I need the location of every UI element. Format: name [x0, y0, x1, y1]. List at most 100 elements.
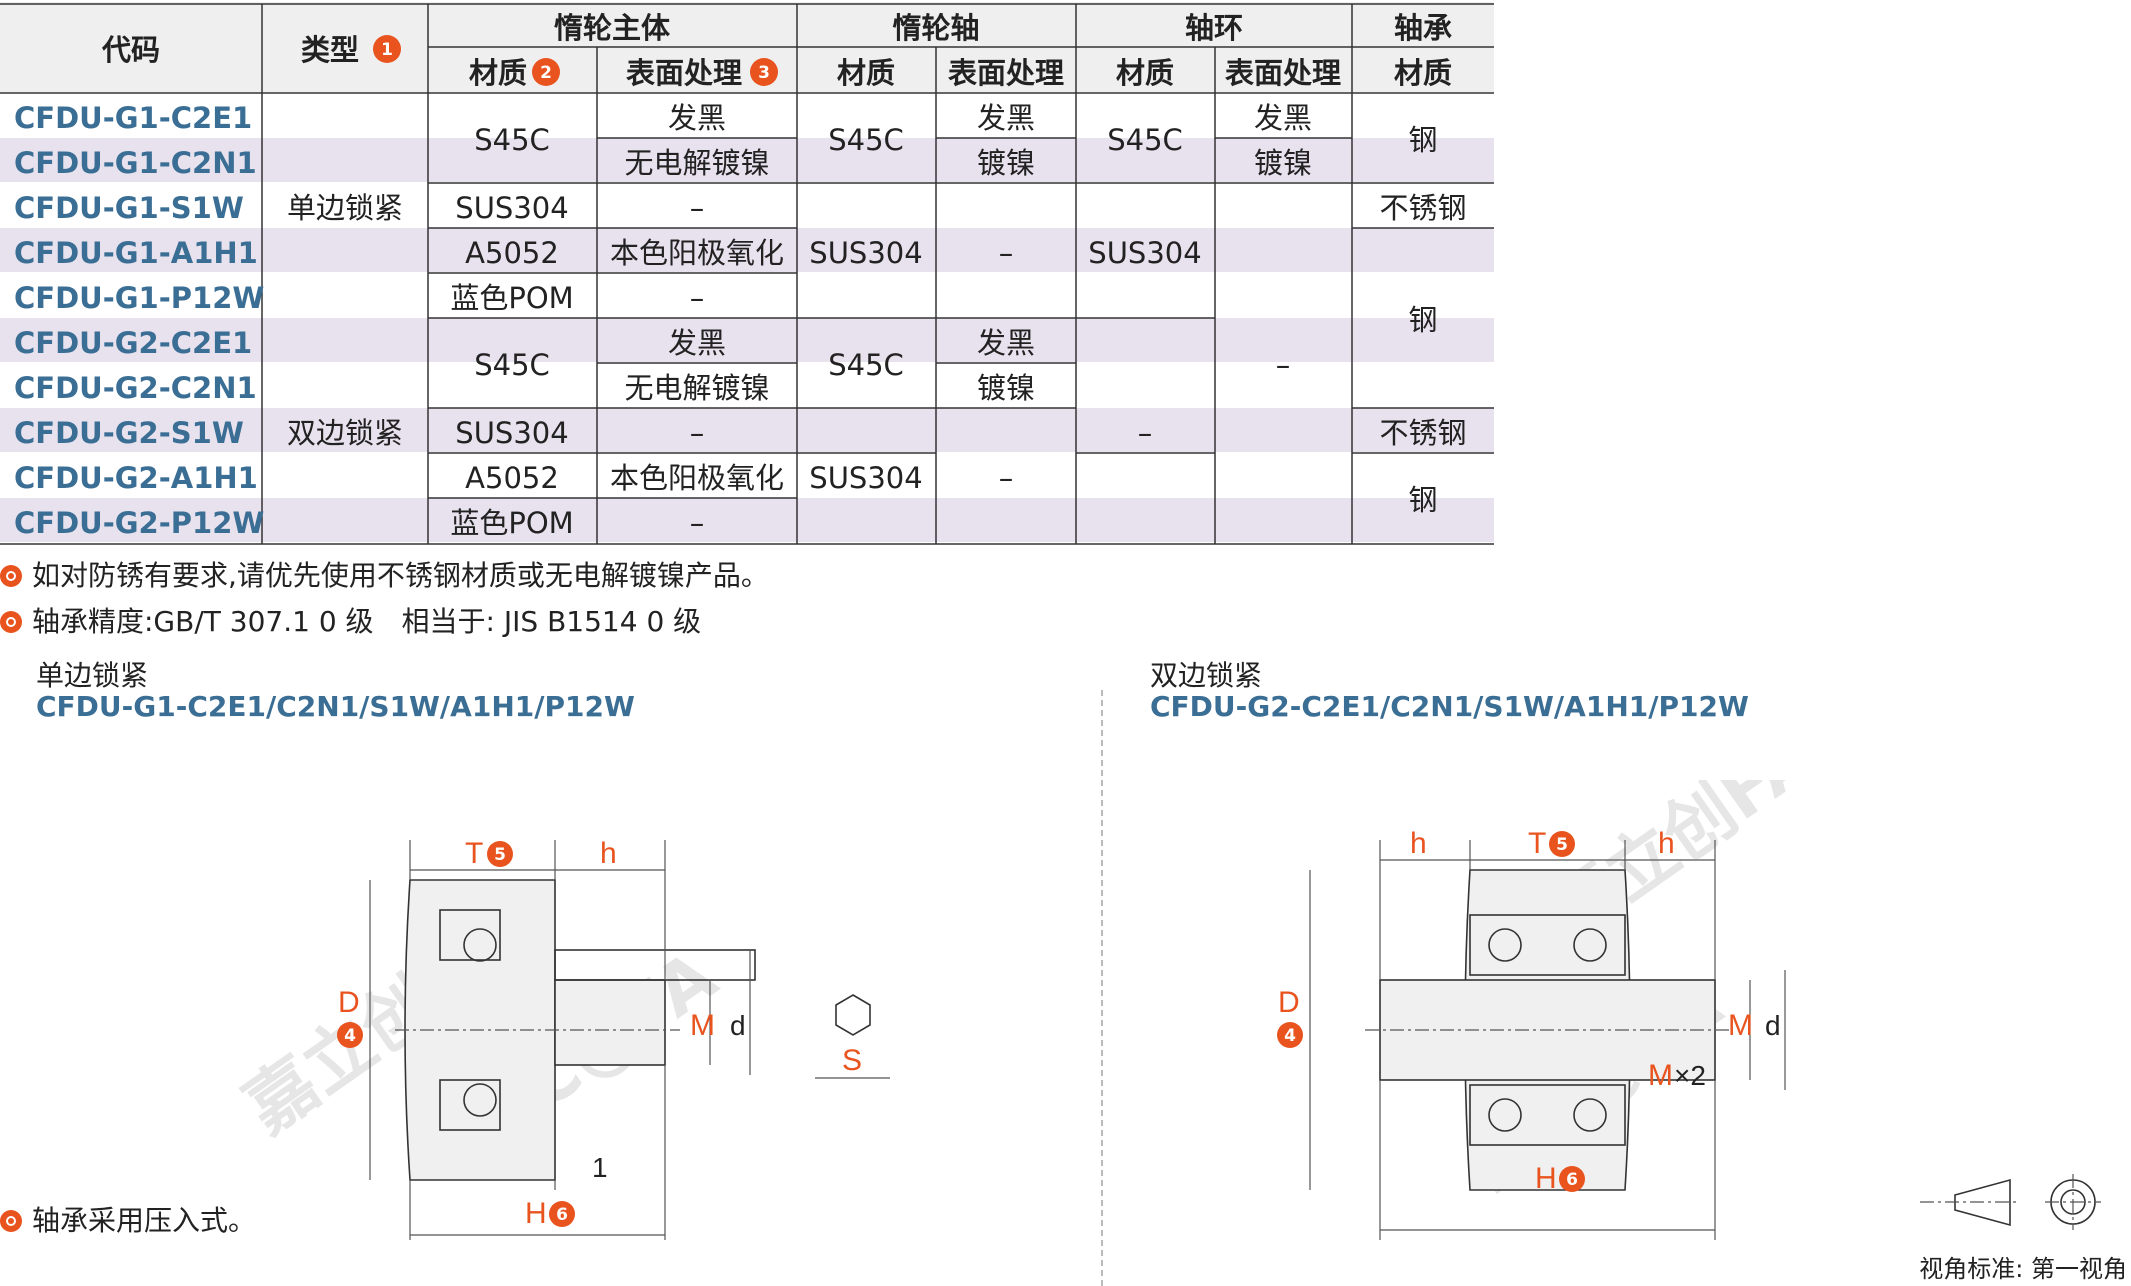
- label-T: T: [1528, 827, 1546, 860]
- collar-surface-cell: 发黑: [1254, 101, 1312, 135]
- body-surface-cell: 本色阳极氧化: [610, 236, 784, 270]
- surface-badge: [750, 58, 778, 86]
- header-idler-shaft: 惰轮轴: [892, 11, 979, 45]
- code-cell: CFDU-G1-C2N1: [14, 146, 257, 180]
- shaft-collar-outline: [554, 949, 756, 981]
- T-badge: [1549, 831, 1575, 857]
- ball-top-right: [1573, 928, 1607, 962]
- bullet-icon: [0, 565, 22, 587]
- code-cell: CFDU-G2-A1H1: [14, 461, 258, 495]
- H-badge: [1559, 1166, 1585, 1192]
- code-cell: CFDU-G1-C2E1: [14, 101, 252, 135]
- bearing-material-cell: 钢: [1408, 483, 1437, 517]
- shaft-material-cell: SUS304: [809, 236, 922, 270]
- code-cell: CFDU-G1-A1H1: [14, 236, 258, 270]
- spec-table: 代码 类型 1 惰轮主体 惰轮轴 轴环 轴承 材质 2 表面处理 3 材质 表面…: [0, 2, 1494, 545]
- code-cell: CFDU-G2-P12W: [14, 506, 264, 540]
- row-stripes: [0, 138, 1494, 542]
- code-cell: CFDU-G1-S1W: [14, 191, 244, 225]
- hex-socket: [835, 994, 871, 1036]
- bearing-top: [439, 909, 501, 961]
- label-d: d: [1765, 1010, 1781, 1041]
- note-bearing-precision: 轴承精度:GB/T 307.1 0 级 相当于: JIS B1514 0 级: [0, 604, 701, 640]
- header-type: 类型: [301, 33, 359, 67]
- type-badge-number: 1: [381, 40, 393, 60]
- double-lock-codes: CFDU-G2-C2E1/C2N1/S1W/A1H1/P12W: [1150, 690, 1749, 723]
- double-lock-drawing: JLC@FA 嘉立创FA h T 5 h 4 D M d M ×2 H 6: [1277, 780, 2101, 1240]
- body-material-cell: S45C: [474, 123, 550, 157]
- single-lock-drawing: JLC@FA 嘉立创FA T 5 h 4 D M d S 1 H 6: [230, 837, 890, 1240]
- ball-top: [463, 928, 497, 962]
- note-press-fit-text: 轴承采用压入式。: [32, 1204, 257, 1237]
- body-material-cell: A5052: [465, 236, 559, 270]
- material-badge-number: 2: [540, 63, 552, 83]
- note-bearing-precision-text: 轴承精度:GB/T 307.1 0 级 相当于: JIS B1514 0 级: [32, 605, 702, 638]
- label-h-left: h: [1410, 827, 1427, 860]
- body-surface-cell: 发黑: [668, 101, 726, 135]
- body-surface-cell: –: [690, 506, 705, 540]
- code-cell: CFDU-G2-C2E1: [14, 326, 252, 360]
- bullet-icon: [0, 1210, 22, 1232]
- label-D: D: [1278, 986, 1300, 1019]
- collar-surface-cell: –: [1276, 348, 1291, 382]
- header-idler-body: 惰轮主体: [554, 11, 671, 45]
- code-cell: CFDU-G1-P12W: [14, 281, 264, 315]
- ball-bottom-right: [1573, 1098, 1607, 1132]
- double-lock-title: 双边锁紧: [1150, 659, 1263, 692]
- body-surface-cell: –: [690, 191, 705, 225]
- svg-text:4: 4: [1284, 1026, 1296, 1046]
- svg-text:5: 5: [1556, 835, 1568, 855]
- collar-surface-cell: 镀镍: [1254, 146, 1312, 180]
- label-D: D: [338, 986, 360, 1019]
- body-material-cell: S45C: [474, 348, 550, 382]
- label-M: M: [690, 1009, 715, 1042]
- body-surface-cell: –: [690, 416, 705, 450]
- body-material-cell: 蓝色POM: [450, 506, 573, 540]
- subheader-collar-surface: 表面处理: [1225, 56, 1341, 90]
- single-lock-title: 单边锁紧: [36, 659, 149, 692]
- bullet-icon: [0, 611, 22, 633]
- shaft-surface-cell: –: [999, 236, 1014, 270]
- bearing-material-cell: 不锈钢: [1379, 191, 1466, 225]
- collar-material-cell: S45C: [1107, 123, 1183, 157]
- shaft: [554, 979, 666, 1066]
- shaft-material-cell: SUS304: [809, 461, 922, 495]
- section-divider: [1101, 690, 1103, 1286]
- label-x2: ×2: [1674, 1060, 1706, 1091]
- T-badge: [487, 841, 513, 867]
- svg-text:4: 4: [344, 1026, 356, 1046]
- label-h-right: h: [1658, 827, 1675, 860]
- shaft-surface-cell: 发黑: [977, 101, 1035, 135]
- collar-material-cell: –: [1138, 416, 1153, 450]
- subheader-body-surface: 表面处理: [626, 56, 742, 90]
- code-column: CFDU-G1-C2E1 CFDU-G1-C2N1 CFDU-G1-S1W CF…: [14, 101, 264, 540]
- shaft-surface-cell: 镀镍: [977, 146, 1035, 180]
- first-angle-projection-icon: [1920, 1174, 2101, 1230]
- label-H: H: [525, 1197, 547, 1230]
- code-cell: CFDU-G2-S1W: [14, 416, 244, 450]
- bearing-material-cell: 不锈钢: [1379, 416, 1466, 450]
- body-material-cell: 蓝色POM: [450, 281, 573, 315]
- header-bearing: 轴承: [1394, 11, 1452, 45]
- type-cell: 双边锁紧: [287, 416, 403, 450]
- D-badge: [1277, 1022, 1303, 1048]
- note-rust-text: 如对防锈有要求,请优先使用不锈钢材质或无电解镀镍产品。: [32, 559, 769, 592]
- svg-text:5: 5: [494, 845, 506, 865]
- type-badge: [373, 35, 401, 63]
- label-M: M: [1728, 1009, 1753, 1042]
- subheader-shaft-material: 材质: [837, 56, 895, 90]
- collar-material-cell: SUS304: [1088, 236, 1201, 270]
- body-material-cell: SUS304: [455, 191, 568, 225]
- body-surface-cell: 本色阳极氧化: [610, 461, 784, 495]
- label-M2: M: [1648, 1059, 1673, 1092]
- H-badge: [549, 1201, 575, 1227]
- note-press-fit: 轴承采用压入式。: [0, 1203, 256, 1239]
- shaft-surface-cell: –: [999, 461, 1014, 495]
- table-grid: [0, 3, 1494, 545]
- label-h: h: [600, 837, 617, 870]
- bearing-top: [1469, 914, 1626, 976]
- material-badge: [532, 58, 560, 86]
- header-code: 代码: [101, 33, 160, 67]
- subheader-bearing-material: 材质: [1394, 56, 1452, 90]
- type-cell: 单边锁紧: [287, 191, 403, 225]
